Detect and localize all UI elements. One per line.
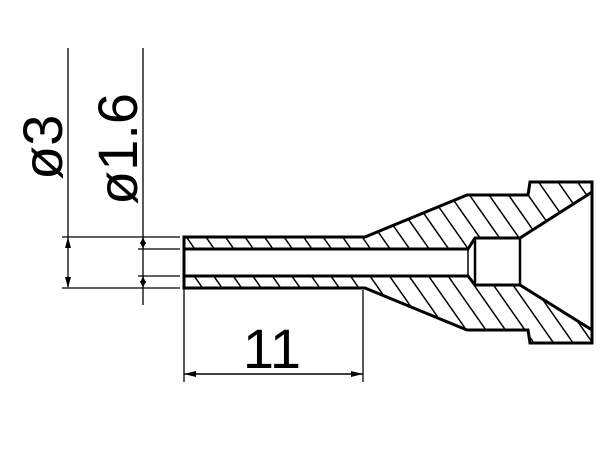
arrow-left-icon	[184, 371, 196, 377]
arrow-down-icon	[65, 277, 71, 288]
nozzle-upper-wall	[182, 180, 594, 251]
dim-inner-diameter: ø1.6	[86, 93, 149, 205]
arrow-up-icon	[65, 237, 71, 248]
dim-outer-diameter: ø3	[11, 115, 74, 180]
arrow-tick-icon	[140, 281, 146, 288]
dim-length: 11	[243, 317, 301, 380]
arrow-right-icon	[351, 371, 363, 377]
arrow-tick-icon	[140, 242, 146, 249]
